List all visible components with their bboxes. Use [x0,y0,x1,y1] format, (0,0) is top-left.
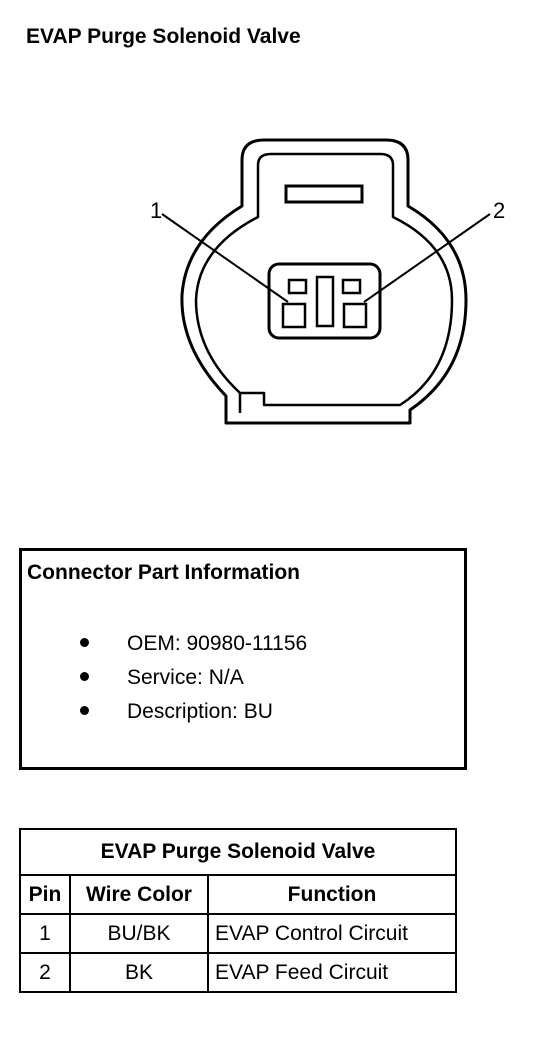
oem-part-number: OEM: 90980-11156 [127,632,308,655]
pin-function: EVAP Feed Circuit [207,952,457,993]
table-row: 2 BK EVAP Feed Circuit [19,952,457,993]
bullet-icon [80,706,89,715]
service-part-number: Service: N/A [127,666,244,689]
column-header-wire-color: Wire Color [69,874,209,915]
pin-2-lock-cavity [341,278,362,295]
wire-color: BK [69,952,209,993]
table-row: 1 BU/BK EVAP Control Circuit [19,913,457,954]
pin-2-leader-line [363,213,491,303]
connector-latch-slot [284,184,364,204]
table-title-row: EVAP Purge Solenoid Valve [19,828,457,876]
connector-info-heading: Connector Part Information [27,561,301,584]
table-header-row: Pin Wire Color Function [19,874,457,915]
connector-housing-inner [194,152,454,413]
pin-1-callout: 1 [150,198,162,223]
pin-1-terminal [281,302,307,329]
pin-1-leader-line [161,213,289,303]
pin-2-callout: 2 [493,198,505,223]
connector-part-info-box: Connector Part Information OEM: 90980-11… [19,548,467,770]
connector-description: Description: BU [127,700,273,723]
center-divider [315,275,335,328]
pin-function-table: EVAP Purge Solenoid Valve Pin Wire Color… [19,828,457,993]
connector-housing-outer [180,138,468,425]
table-title: EVAP Purge Solenoid Valve [19,828,457,876]
pin-2-terminal [342,302,368,329]
column-header-function: Function [207,874,457,915]
column-header-pin: Pin [19,874,71,915]
bullet-icon [80,672,89,681]
page-title: EVAP Purge Solenoid Valve [26,25,301,48]
wire-color: BU/BK [69,913,209,954]
pin-number: 2 [19,952,71,993]
pin-number: 1 [19,913,71,954]
connector-face-diagram: 1 2 [150,138,505,425]
pin-function: EVAP Control Circuit [207,913,457,954]
bullet-icon [80,638,89,647]
pin-1-lock-cavity [287,278,308,295]
terminal-cavity-block [267,262,382,340]
